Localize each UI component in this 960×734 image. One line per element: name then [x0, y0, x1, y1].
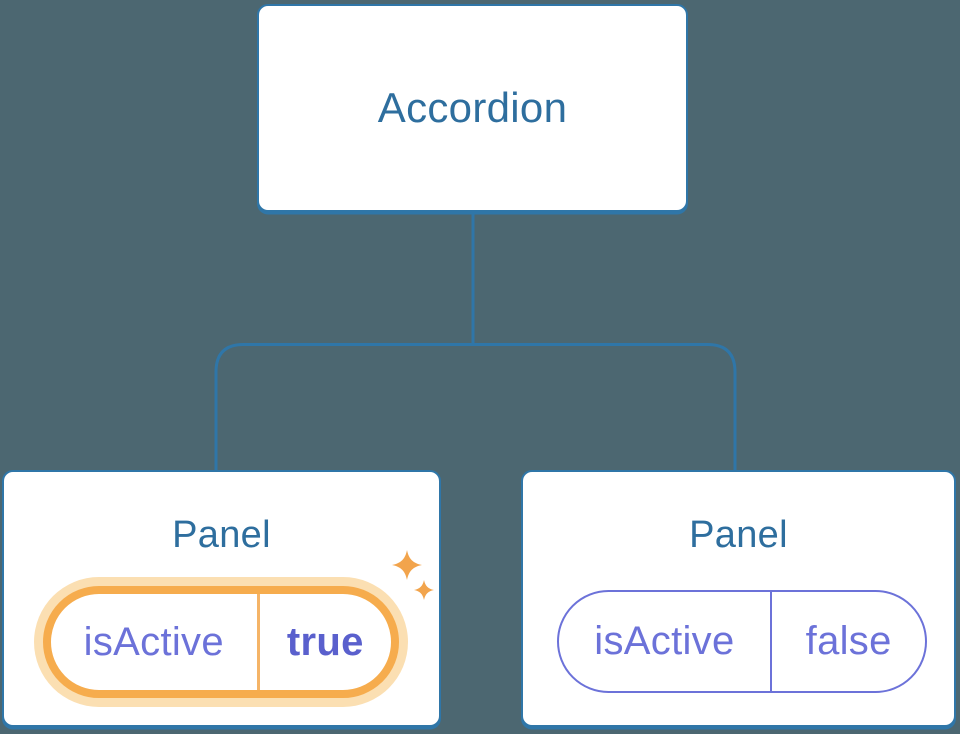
panel-node-inactive: Panel isActive false [521, 470, 956, 727]
state-value-label: true [286, 619, 364, 664]
connector-branch [214, 343, 737, 470]
state-key-label: isActive [83, 619, 224, 664]
state-pill-active: isActive true [43, 586, 399, 698]
pill-divider [769, 592, 773, 691]
state-pill-inactive: isActive false [557, 590, 927, 693]
sparkle-small [414, 580, 434, 600]
panel-node-active: Panel isActive true [2, 470, 441, 727]
state-key-label: isActive [594, 619, 735, 663]
state-value-label: false [805, 619, 892, 663]
accordion-node-label: Accordion [377, 84, 568, 131]
sparkles-icon [392, 550, 434, 600]
pill-divider [256, 594, 260, 690]
accordion-node: Accordion [257, 4, 688, 212]
panel-node-label: Panel [689, 514, 788, 556]
panel-node-label: Panel [172, 514, 271, 556]
sparkle-large [392, 550, 422, 580]
state-pill-highlight-glow: isActive true [34, 577, 408, 707]
